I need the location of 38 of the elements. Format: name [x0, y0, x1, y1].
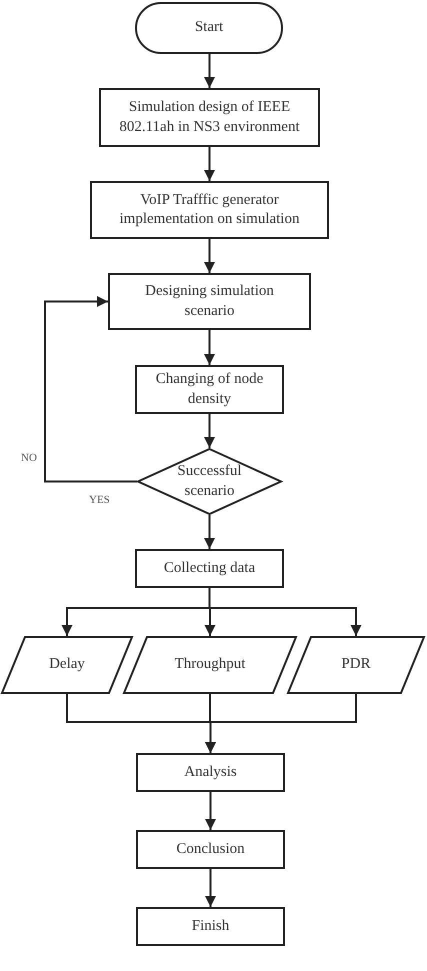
process-box	[136, 753, 285, 792]
connector-arrow	[205, 694, 357, 753]
edge-label: NO	[20, 452, 38, 464]
step-label: Designing simulation scenario	[144, 282, 275, 320]
step-label: Finish	[192, 916, 230, 936]
step-label: Throughput	[174, 655, 246, 674]
terminal-shape	[135, 2, 283, 54]
connector-arrow	[44, 296, 137, 482]
step-label: Conclusion	[176, 840, 245, 859]
connector-arrow	[205, 792, 216, 830]
connector-arrow	[204, 414, 215, 448]
connector-arrow	[204, 147, 215, 181]
step-label: VoIP Trafffic generator implementation on simulation	[118, 190, 300, 229]
connector-arrow	[204, 515, 215, 549]
process-box	[136, 907, 285, 946]
connector-arrow	[204, 54, 215, 88]
decision-diamond	[137, 448, 282, 515]
step-label: Successful scenario	[176, 462, 243, 500]
process-box	[90, 181, 329, 239]
process-box	[135, 365, 284, 414]
connector-arrow	[205, 869, 216, 907]
step-label: Collecting data	[164, 558, 256, 578]
data-parallelogram	[287, 636, 425, 694]
data-parallelogram	[1, 636, 133, 694]
step-label: Changing of node density	[154, 370, 264, 408]
data-parallelogram	[123, 636, 297, 694]
process-box	[99, 88, 320, 147]
step-label: Delay	[49, 655, 85, 674]
connector-arrow	[204, 330, 215, 365]
connector-arrow	[204, 239, 215, 273]
step-label: Start	[194, 18, 224, 38]
step-label: Analysis	[184, 762, 237, 782]
process-box	[135, 549, 284, 588]
process-box	[108, 273, 311, 330]
step-label: Simulation design of IEEE 802.11ah in NS3 environment	[118, 98, 301, 136]
branch-label: YES	[88, 494, 111, 506]
step-label: PDR	[341, 655, 371, 674]
process-box	[136, 830, 285, 869]
